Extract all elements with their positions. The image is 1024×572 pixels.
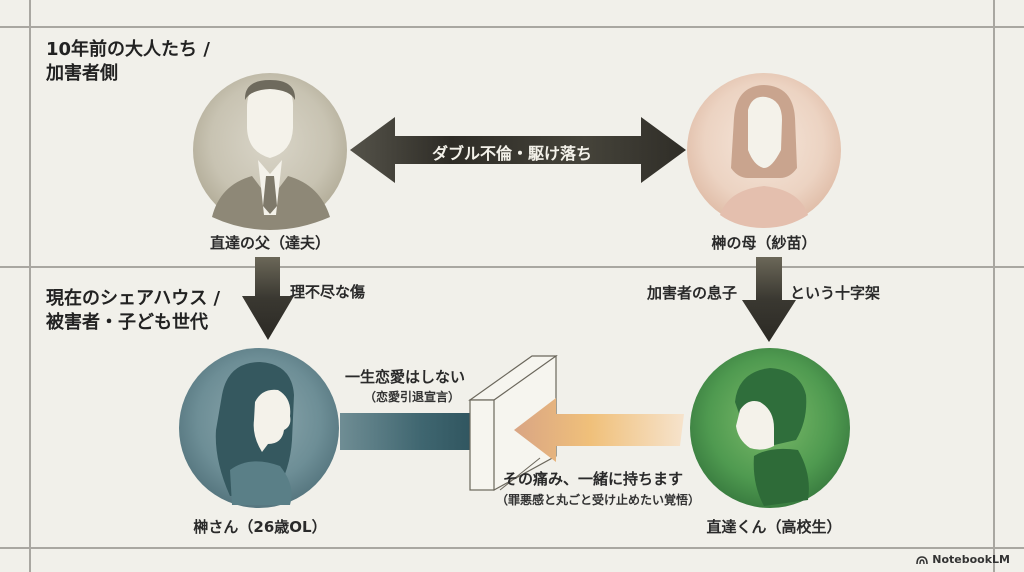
double-arrow-label: ダブル不倫・駆け落ち <box>432 144 593 163</box>
sakaki-name-label: 榊さん（26歳OL） <box>193 518 327 536</box>
notebooklm-logo-icon <box>916 555 929 564</box>
grid-line-right <box>993 0 995 572</box>
naotatsu-name-label: 直達くん（高校生） <box>706 518 842 536</box>
blue-barrier-bar <box>340 413 476 450</box>
notebooklm-brand-text: NotebookLM <box>932 553 1010 566</box>
sakaki-portrait <box>179 348 339 508</box>
notebooklm-watermark: NotebookLM <box>916 553 1010 566</box>
father-portrait <box>193 73 347 230</box>
mother-to-naotatsu-label-right: という十字架 <box>790 284 881 302</box>
father-name-label: 直達の父（達夫） <box>209 234 330 252</box>
grid-line-top <box>0 26 1024 28</box>
naotatsu-portrait <box>690 348 850 508</box>
section-title-children: 現在のシェアハウス / 被害者・子ども世代 <box>46 287 220 335</box>
father-to-sakaki-label: 理不尽な傷 <box>290 283 366 301</box>
mother-to-naotatsu-label-left: 加害者の息子 <box>647 284 738 302</box>
section-title-adults: 10年前の大人たち / 加害者側 <box>46 38 210 86</box>
mother-name-label: 榊の母（紗苗） <box>711 234 817 252</box>
section-title-adults-line2: 加害者側 <box>46 63 118 84</box>
grid-line-bottom <box>0 547 1024 549</box>
down-arrow-father-to-sakaki <box>242 257 294 340</box>
callout-line <box>499 457 541 491</box>
section-title-adults-line1: 10年前の大人たち / <box>46 39 210 60</box>
double-arrow <box>350 117 686 183</box>
naotatsu-sub-label: （罪悪感と丸ごと受け止めたい覚悟） <box>496 493 701 507</box>
wall <box>468 355 558 491</box>
sakaki-wall-sub-label: （恋愛引退宣言） <box>364 390 461 404</box>
section-title-children-line1: 現在のシェアハウス / <box>46 288 221 309</box>
section-title-children-line2: 被害者・子ども世代 <box>46 312 208 333</box>
grid-line-middle <box>0 266 1024 268</box>
sakaki-wall-main-label: 一生恋愛はしない <box>345 368 466 386</box>
down-arrow-mother-to-naotatsu <box>742 257 796 342</box>
mother-portrait <box>687 73 841 228</box>
orange-arrow <box>514 398 684 462</box>
grid-line-left <box>29 0 31 572</box>
naotatsu-main-label: その痛み、一緒に持ちます <box>503 470 684 488</box>
